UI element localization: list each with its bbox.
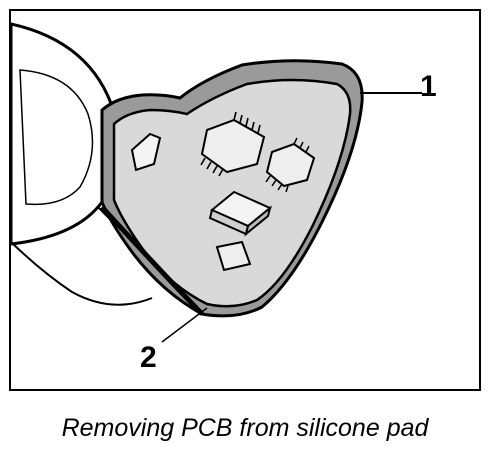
callout-1: 1 [420,70,437,103]
callout-2: 2 [140,341,157,374]
hand-thumb [19,69,94,206]
hand-finger-lower [11,241,153,306]
component-square [215,240,252,272]
leader-line-2 [161,307,208,343]
pcb-edge-shadow [100,205,204,316]
figure-frame [9,9,481,391]
ic-chip-large [200,111,266,177]
pcb-illustration [11,22,422,343]
figure-caption: Removing PCB from silicone pad [61,414,429,442]
ic-chip-medium [265,137,316,193]
component-box [208,190,272,237]
component-small-left [130,132,162,172]
